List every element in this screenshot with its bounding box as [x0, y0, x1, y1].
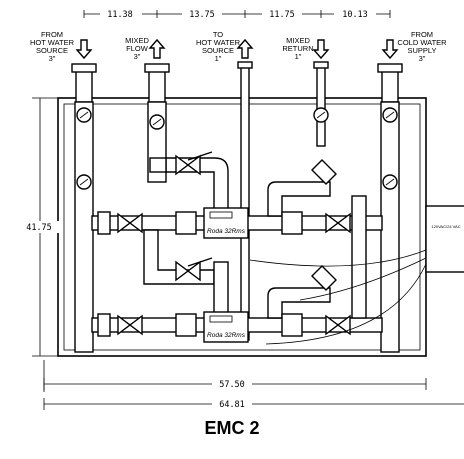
svg-text:SOURCE: SOURCE [36, 46, 68, 55]
svg-text:RETURN: RETURN [282, 44, 313, 53]
dim-outer-width: 64.81 [219, 400, 245, 410]
valve-icon [175, 260, 201, 282]
svg-text:COLD WATER: COLD WATER [397, 38, 447, 47]
valve-icon [325, 314, 351, 336]
dim-height: 41.75 [26, 223, 52, 233]
svg-text:1": 1" [215, 54, 222, 63]
svg-text:HOT WATER: HOT WATER [30, 38, 75, 47]
arrow-down-icon [381, 39, 399, 60]
valve-icon [117, 212, 143, 234]
svg-text:MIXED: MIXED [125, 36, 149, 45]
flow-arrows [75, 38, 399, 60]
strainer-icon [311, 159, 337, 185]
bottom-dimensions: 57.50 64.81 [43, 360, 464, 410]
unit-label-lower: Roda 32Rms [207, 332, 246, 339]
dim-top-2: 13.75 [189, 10, 215, 20]
mixing-valve-unit-lower: Roda 32Rms [203, 311, 249, 343]
diagram-title: EMC 2 [204, 418, 260, 438]
svg-text:FROM: FROM [41, 30, 63, 39]
arrow-down-icon [312, 39, 330, 60]
label-mixed-flow: MIXED FLOW 3" [125, 36, 149, 61]
couplings [97, 211, 303, 337]
svg-text:3": 3" [134, 52, 141, 61]
label-mixed-return: MIXED RETURN 1" [282, 36, 313, 61]
svg-text:3": 3" [419, 54, 426, 63]
ball-valves [117, 151, 351, 336]
dim-top-3: 11.75 [269, 10, 295, 20]
svg-text:FLOW: FLOW [126, 44, 149, 53]
label-hot-water-source: FROM HOT WATER SOURCE 3" [30, 30, 75, 63]
svg-text:1": 1" [295, 52, 302, 61]
valve-icon [117, 314, 143, 336]
svg-text:3": 3" [49, 54, 56, 63]
svg-text:MIXED: MIXED [286, 36, 310, 45]
unit-label-upper: Roda 32Rms [207, 228, 246, 235]
pressure-gauges [76, 107, 398, 190]
arrow-down-icon [75, 39, 93, 60]
label-cold-water-supply: FROM COLD WATER SUPPLY 3" [397, 30, 447, 63]
arrow-up-icon [148, 38, 166, 59]
svg-text:SOURCE: SOURCE [202, 46, 234, 55]
svg-text:TO: TO [213, 30, 223, 39]
mixing-valve-unit-upper: Roda 32Rms [203, 207, 249, 239]
dim-top-4: 10.13 [342, 10, 368, 20]
svg-text:SUPPLY: SUPPLY [407, 46, 436, 55]
side-box-label: 120VAC/24 VAC [431, 224, 460, 229]
svg-text:FROM: FROM [411, 30, 433, 39]
top-dimension-line: 11.38 13.75 11.75 10.13 [83, 8, 391, 20]
arrow-up-icon [236, 38, 254, 59]
left-dimension: 41.75 [20, 97, 60, 357]
electrical-box: 120VAC/24 VAC [249, 205, 464, 345]
strainer-icon [311, 265, 337, 291]
dim-top-1: 11.38 [107, 10, 133, 20]
valve-icon [175, 154, 201, 176]
svg-text:HOT WATER: HOT WATER [196, 38, 241, 47]
label-to-hot-water-source: TO HOT WATER SOURCE 1" [196, 30, 241, 63]
valve-icon [325, 212, 351, 234]
dim-inner-width: 57.50 [219, 380, 245, 390]
